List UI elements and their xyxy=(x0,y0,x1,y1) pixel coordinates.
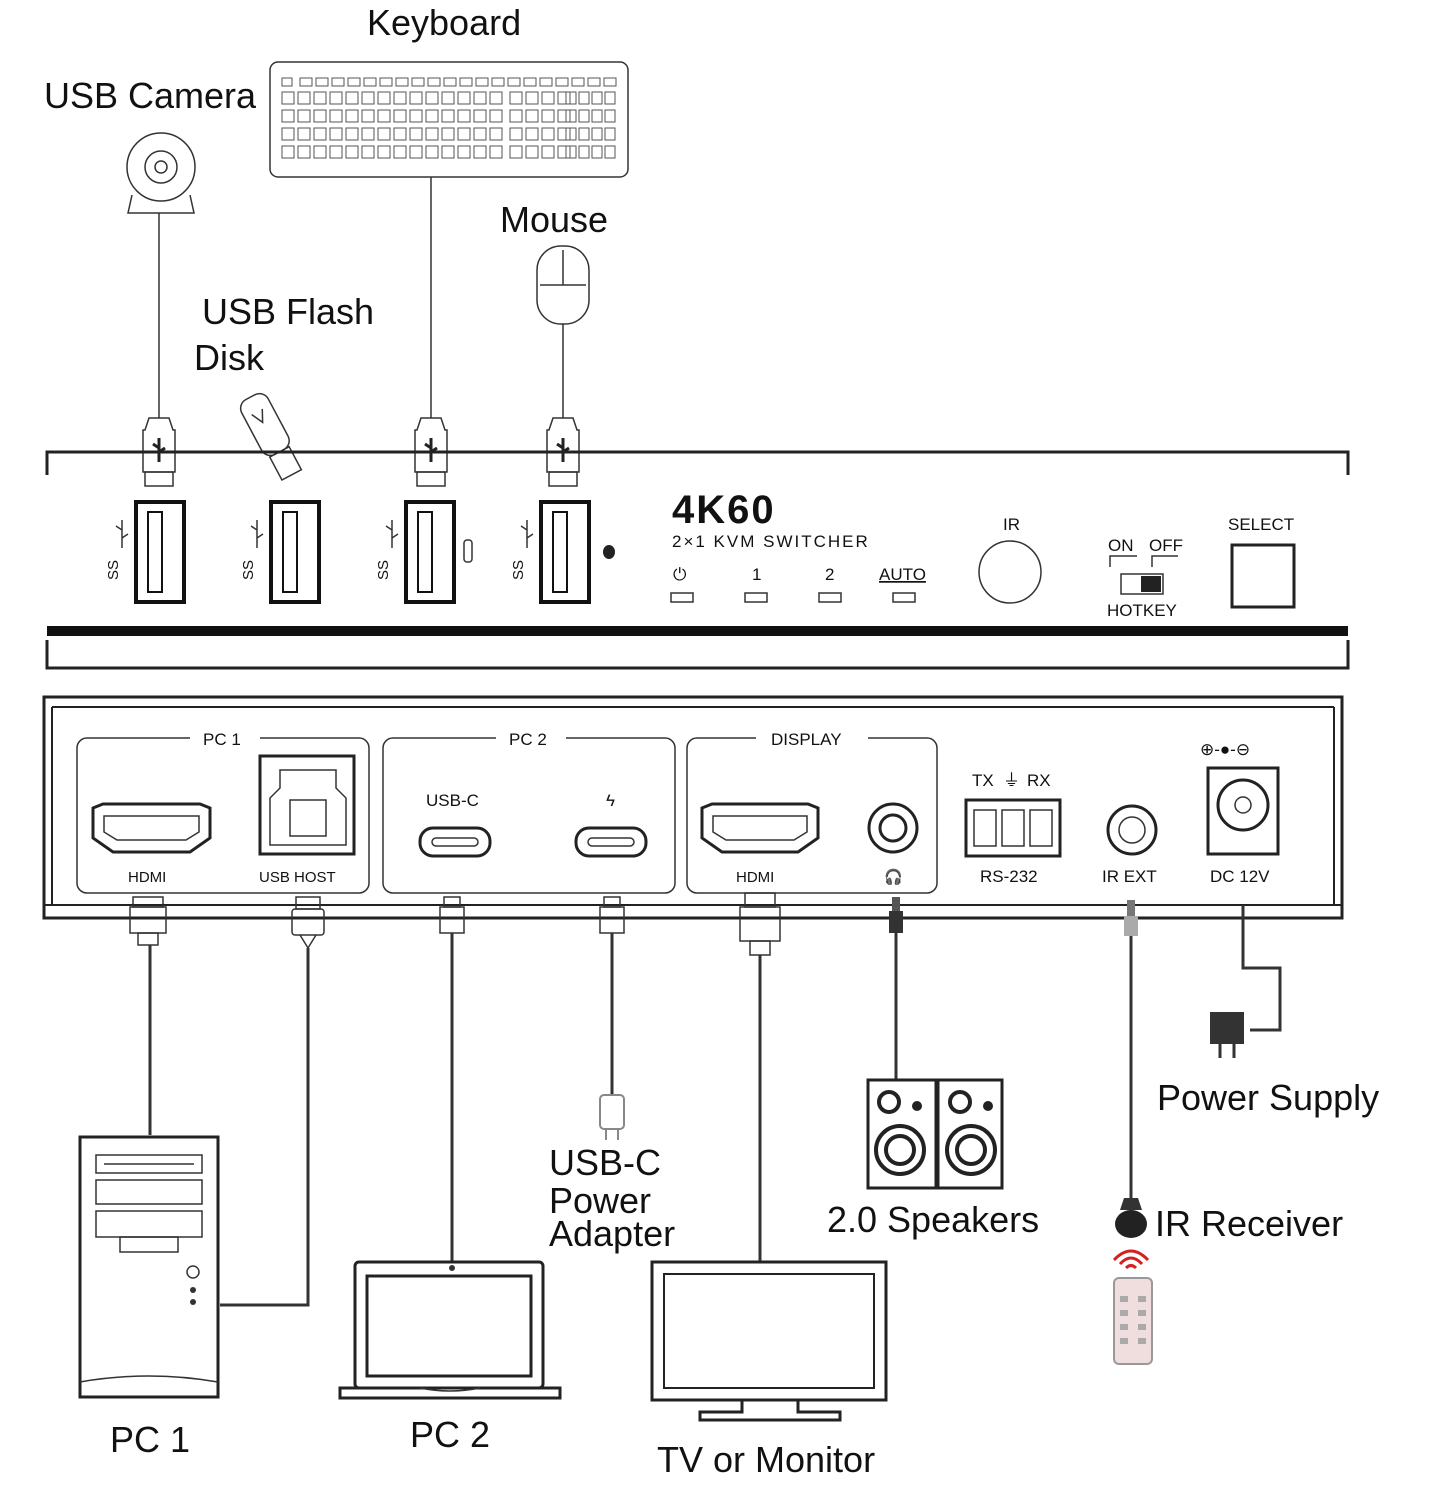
ir-receiver-label: IR Receiver xyxy=(1155,1203,1343,1244)
hotkey-off-label: OFF xyxy=(1149,536,1183,555)
usbc-adapter-label-line1: USB-C xyxy=(549,1142,661,1183)
usb-host-cable xyxy=(220,896,325,1307)
hdmi-pc1-label: HDMI xyxy=(128,869,166,886)
usb-a-plug xyxy=(414,417,448,487)
usbc-label: USB-C xyxy=(426,791,479,810)
dc-polarity: ⊕-●-⊖ xyxy=(1200,740,1250,759)
select-button[interactable] xyxy=(1230,543,1296,609)
usbc-adapter-label-line3: Adapter xyxy=(549,1213,675,1254)
usbc-power-symbol: ϟ xyxy=(606,791,615,810)
usb-a-plug xyxy=(142,417,176,487)
usb-flash-disk-icon xyxy=(239,392,303,482)
hdmi-display-port[interactable] xyxy=(700,802,820,854)
led-power-label: ⏻ xyxy=(673,565,687,584)
led-auto-label: AUTO xyxy=(879,565,926,584)
rs232-terminal[interactable] xyxy=(964,798,1062,858)
brand-subtitle: 2×1 KVM SWITCHER xyxy=(672,532,870,551)
front-panel xyxy=(45,450,1350,670)
keyboard-label: Keyboard xyxy=(367,2,521,43)
front-usb-port[interactable]: SS xyxy=(105,500,186,604)
audio-jack[interactable] xyxy=(867,802,919,854)
usbc-adapter-label-line2: Power xyxy=(549,1180,651,1221)
ir-ext-label: IR EXT xyxy=(1102,867,1157,886)
rs232-ground-symbol: ⏚ xyxy=(1003,771,1020,790)
ir-remote-icon xyxy=(1112,1249,1153,1365)
front-usb-port[interactable]: SS xyxy=(375,500,473,604)
brand-4k60: 4K60 xyxy=(672,488,776,532)
group-display-label: DISPLAY xyxy=(771,730,842,749)
tv-monitor-icon xyxy=(650,1260,888,1422)
hdmi-pc1-cable xyxy=(129,896,167,1135)
usb-ss-marking: SS xyxy=(105,560,122,580)
dc12v-label: DC 12V xyxy=(1210,867,1270,886)
led-2-label: 2 xyxy=(825,565,834,584)
speakers-label: 2.0 Speakers xyxy=(827,1199,1039,1240)
usb-ss-marking: SS xyxy=(510,560,527,580)
audio-symbol: 🎧 xyxy=(884,868,903,886)
usbc-port[interactable] xyxy=(418,826,492,858)
front-usb-port[interactable]: SS xyxy=(510,500,615,604)
group-pc2-label: PC 2 xyxy=(509,730,547,749)
hotkey-on-label: ON xyxy=(1108,536,1134,555)
select-label: SELECT xyxy=(1228,515,1294,534)
ir-receiver-icon xyxy=(1115,1198,1147,1238)
usb-host-port[interactable] xyxy=(258,754,356,856)
power-supply-cable xyxy=(1241,905,1282,1032)
front-panel-bar xyxy=(47,626,1348,636)
tv-monitor-label: TV or Monitor xyxy=(657,1439,875,1480)
pc2-laptop-icon xyxy=(338,1260,562,1400)
usbc-pc2-cable xyxy=(439,896,465,1262)
usbc-power-cable xyxy=(599,896,625,1095)
pc1-tower-icon xyxy=(78,1135,220,1399)
rs232-label: RS-232 xyxy=(980,867,1038,886)
front-usb-port[interactable]: SS xyxy=(240,500,321,604)
pc1-label: PC 1 xyxy=(110,1419,190,1460)
mouse-small-icon xyxy=(603,545,615,559)
usbc-power-port[interactable] xyxy=(574,826,648,858)
led-1-label: 1 xyxy=(752,565,761,584)
hdmi-display-label: HDMI xyxy=(736,869,774,886)
ir-window xyxy=(978,540,1042,604)
mouse-label: Mouse xyxy=(500,199,608,240)
audio-cable xyxy=(889,897,903,1080)
led-2 xyxy=(818,592,842,603)
ir-label: IR xyxy=(1003,515,1020,534)
hdmi-display-cable xyxy=(739,892,781,1262)
pc2-label: PC 2 xyxy=(410,1414,490,1455)
hotkey-label: HOTKEY xyxy=(1107,601,1177,620)
hotkey-switch-knob xyxy=(1141,576,1161,592)
usb-ss-marking: SS xyxy=(240,560,257,580)
dc12v-port[interactable] xyxy=(1206,766,1280,856)
pc2-port-group xyxy=(382,737,676,894)
hdmi-pc1-port[interactable] xyxy=(91,802,212,854)
usb-host-label: USB HOST xyxy=(259,869,336,886)
flash-disk-small-icon xyxy=(463,539,473,563)
keyboard-icon xyxy=(269,61,629,178)
rear-panel xyxy=(42,695,1344,920)
usb-flash-label-line1: USB Flash xyxy=(202,291,374,332)
usb-camera-label: USB Camera xyxy=(44,75,257,116)
led-auto xyxy=(892,592,916,603)
mouse-icon xyxy=(536,245,590,325)
led-1 xyxy=(744,592,768,603)
power-supply-label: Power Supply xyxy=(1157,1077,1379,1118)
usb-camera-icon xyxy=(126,132,196,214)
group-pc1-label: PC 1 xyxy=(203,730,241,749)
rs232-rx-label: RX xyxy=(1027,771,1051,790)
usbc-power-adapter-icon xyxy=(599,1094,625,1140)
ir-ext-port[interactable] xyxy=(1106,804,1158,856)
power-supply-icon xyxy=(1210,1012,1244,1058)
ir-receiver-cable xyxy=(1124,900,1138,1200)
usb-flash-label-line2: Disk xyxy=(194,337,265,378)
rs232-tx-label: TX xyxy=(972,771,994,790)
led-power xyxy=(670,592,694,603)
usb-ss-marking: SS xyxy=(375,560,392,580)
hotkey-switch[interactable] xyxy=(1120,573,1164,595)
speakers-icon xyxy=(866,1078,1004,1190)
